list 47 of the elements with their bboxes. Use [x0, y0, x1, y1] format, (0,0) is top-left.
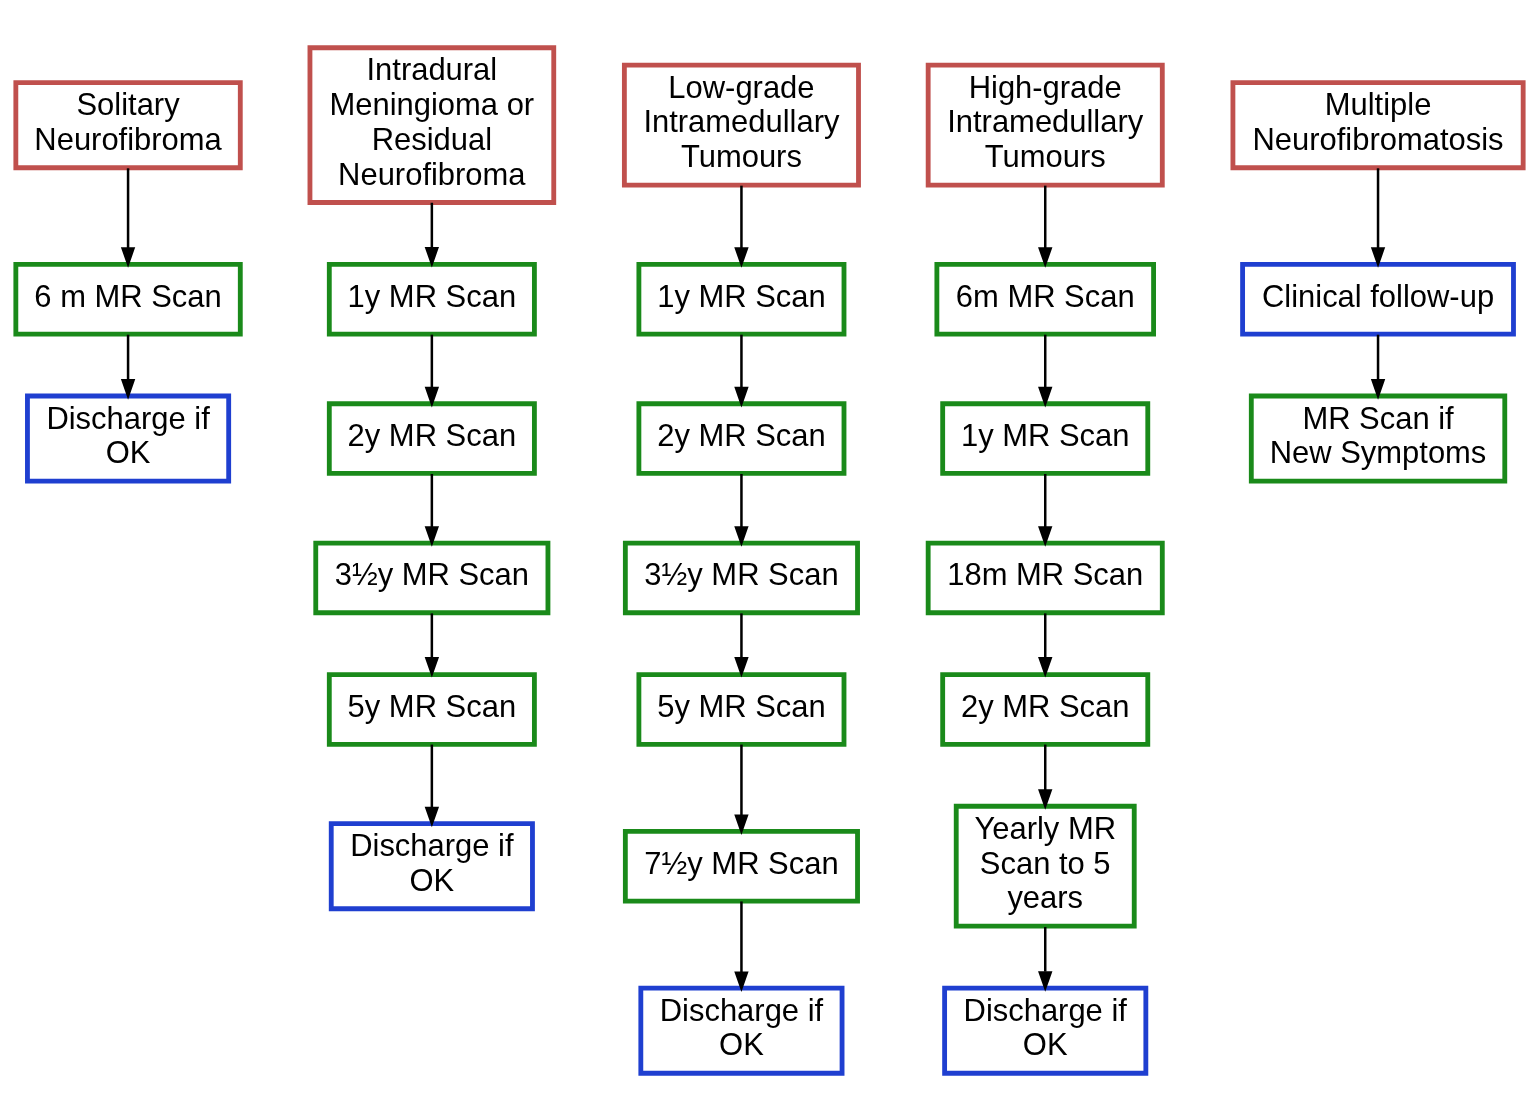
node-box: 1y MR Scan: [636, 261, 847, 337]
arrow: [120, 167, 136, 268]
arrow: [1370, 334, 1386, 400]
node-box: MR Scan if New Symptoms: [1248, 393, 1508, 484]
arrow: [424, 744, 440, 827]
arrow: [1038, 185, 1053, 268]
node-box: 2y MR Scan: [326, 400, 537, 476]
node-box: 1y MR Scan: [326, 261, 537, 337]
node-box: 18m MR Scan: [925, 540, 1165, 615]
node-box: 5y MR Scan: [326, 671, 537, 747]
node-box: 6m MR Scan: [934, 261, 1156, 337]
node-box: 2y MR Scan: [940, 671, 1151, 747]
arrow: [734, 185, 749, 268]
node-box: 5y MR Scan: [636, 671, 847, 747]
arrow: [1038, 334, 1053, 407]
arrow: [1038, 612, 1053, 678]
node-box: 7½y MR Scan: [622, 828, 860, 903]
node-box: Discharge if OK: [942, 985, 1149, 1076]
arrow: [1038, 473, 1053, 547]
arrow: [734, 900, 749, 992]
node-box: 1y MR Scan: [940, 400, 1151, 476]
arrow: [424, 612, 440, 678]
arrow: [1038, 744, 1053, 810]
node-box: Yearly MR Scan to 5 years: [953, 803, 1137, 929]
arrow: [1370, 167, 1386, 268]
node-box: 3½y MR Scan: [622, 540, 860, 615]
node-box: Intradural Meningioma or Residual Neurofibroma: [307, 44, 557, 205]
arrow: [734, 334, 749, 407]
node-box: Discharge if OK: [638, 985, 845, 1076]
node-box: High-grade Intramedullary Tumours: [925, 62, 1165, 188]
arrow: [1038, 926, 1053, 992]
node-box: 3½y MR Scan: [313, 540, 551, 615]
node-box: 2y MR Scan: [636, 400, 847, 476]
arrow: [424, 334, 440, 407]
arrow: [424, 202, 440, 267]
node-box: Discharge if OK: [328, 820, 535, 911]
arrow: [734, 473, 749, 547]
arrow: [734, 612, 749, 678]
arrow: [424, 473, 440, 547]
arrow: [120, 334, 136, 400]
node-box: Solitary Neurofibroma: [13, 79, 243, 170]
node-box: Clinical follow-up: [1240, 261, 1516, 337]
node-box: Low-grade Intramedullary Tumours: [621, 62, 861, 188]
node-box: Multiple Neurofibromatosis: [1230, 79, 1526, 170]
node-box: Discharge if OK: [25, 393, 232, 484]
node-box: 6 m MR Scan: [13, 261, 243, 337]
arrow: [734, 744, 749, 835]
